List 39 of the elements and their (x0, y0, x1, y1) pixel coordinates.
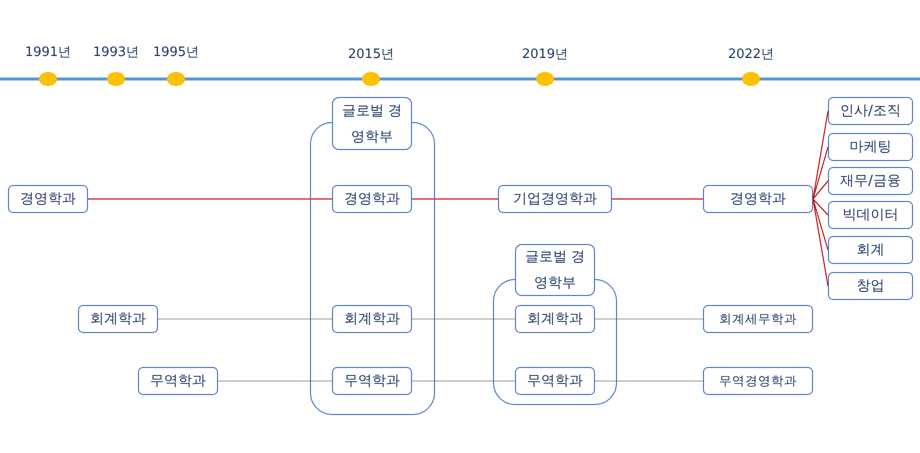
connector-line (812, 146, 828, 200)
department-box: 회계 (828, 236, 913, 264)
department-box: 무역학과 (332, 367, 412, 395)
connector-line (412, 198, 498, 200)
connector-line (812, 198, 828, 216)
connector-line (612, 198, 704, 200)
department-box: 회계학과 (78, 305, 158, 333)
year-label: 1991년 (24, 44, 72, 61)
year-label: 1993년 (92, 44, 140, 61)
department-box: 창업 (828, 272, 913, 300)
connector-line (218, 380, 332, 382)
connector-line (812, 198, 828, 250)
connector-line (812, 180, 828, 200)
group-heading: 글로벌 경영학부 (515, 244, 595, 296)
department-box: 경영학과 (703, 185, 813, 213)
year-label: 1995년 (152, 44, 200, 61)
department-box: 무역경영학과 (703, 367, 813, 395)
department-box: 마케팅 (828, 133, 913, 161)
department-box: 회계세무학과 (703, 305, 813, 333)
department-box: 빅데이터 (828, 201, 913, 229)
department-box: 경영학과 (8, 185, 88, 213)
connector-line (158, 318, 332, 320)
department-box: 인사/조직 (828, 97, 913, 125)
connector-line (412, 380, 516, 382)
connector-line (412, 318, 516, 320)
department-box: 회계학과 (332, 305, 412, 333)
department-box: 재무/금융 (828, 167, 913, 195)
year-label: 2022년 (726, 46, 776, 63)
connector-line (88, 198, 332, 200)
department-box: 무역학과 (515, 367, 595, 395)
connector-line (594, 380, 704, 382)
department-box: 회계학과 (515, 305, 595, 333)
connector-line (594, 318, 704, 320)
department-box: 경영학과 (332, 185, 412, 213)
year-label: 2019년 (520, 46, 570, 63)
department-box: 무역학과 (138, 367, 218, 395)
group-heading: 글로벌 경영학부 (332, 97, 412, 150)
department-box: 기업경영학과 (498, 185, 612, 213)
year-label: 2015년 (346, 46, 396, 63)
